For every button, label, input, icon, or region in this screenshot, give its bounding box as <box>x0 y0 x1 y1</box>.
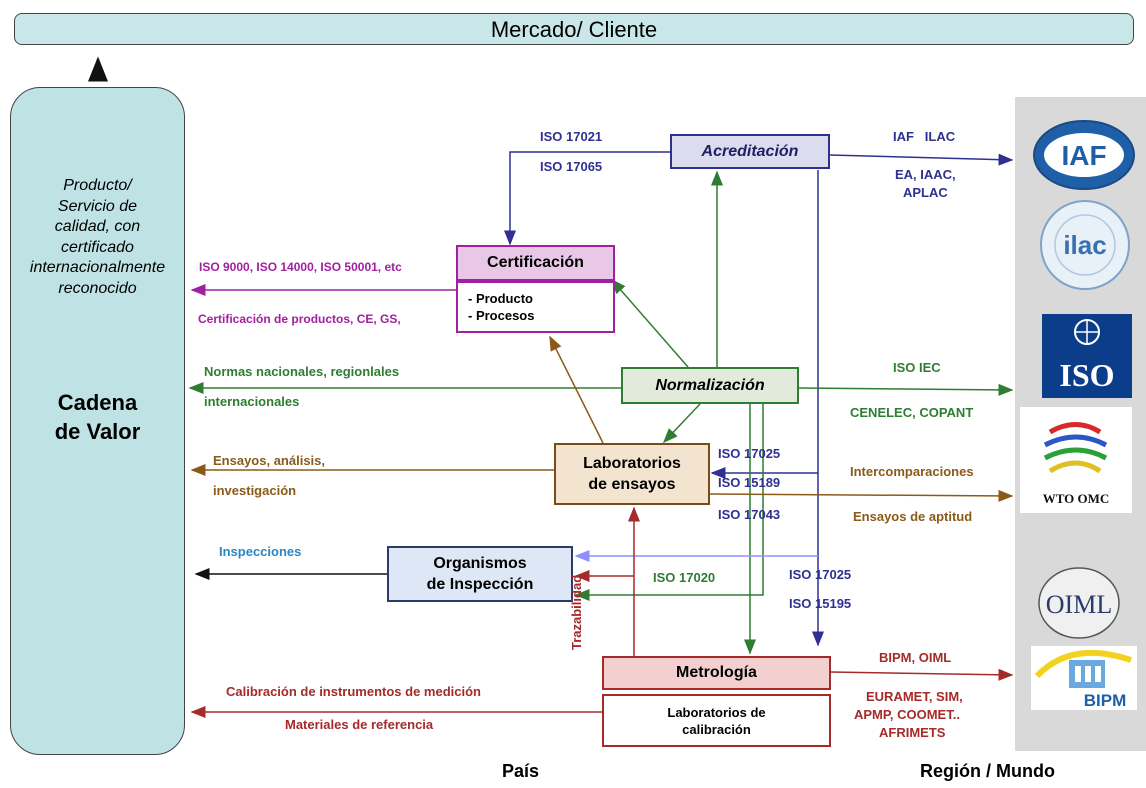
footer-pais: País <box>502 761 540 781</box>
arrow-acred-to-world <box>829 153 1014 166</box>
product-line: reconocido <box>58 279 137 297</box>
iaf-logo: IAF <box>1031 117 1137 193</box>
inspection-line: Organismos <box>433 555 527 572</box>
label-bipm-oiml: BIPM, OIML <box>879 650 952 665</box>
normalization-box: Normalización <box>621 367 799 404</box>
arrow-labs-to-world <box>709 489 1014 502</box>
label-iso15195: ISO 15195 <box>789 596 852 611</box>
label-iso17025-labs: ISO 17025 <box>718 446 781 461</box>
product-line: Producto/ <box>63 177 132 194</box>
product-line: Servicio de <box>57 197 138 215</box>
iaf-logo-text: IAF <box>1061 140 1106 171</box>
wto-logo-text: WTO OMC <box>1043 491 1110 506</box>
label-investigacion: investigación <box>213 483 297 498</box>
label-aplac: APLAC <box>903 185 948 200</box>
label-intercomparaciones: Intercomparaciones <box>850 464 974 479</box>
product-line: calidad, con <box>54 218 141 235</box>
certification-items: - Producto - Procesos <box>456 281 615 333</box>
certification-box: Certificación <box>456 245 615 281</box>
ilac-logo-text: ilac <box>1063 230 1106 260</box>
cert-item-product: - Producto <box>468 291 533 306</box>
label-ensayos: Ensayos, análisis, <box>213 453 326 468</box>
product-line: certificado <box>61 238 134 256</box>
label-iso9000: ISO 9000, ISO 14000, ISO 50001, etc <box>199 260 402 274</box>
oiml-logo-text: OIML <box>1046 590 1112 619</box>
label-ensayos-aptitud: Ensayos de aptitud <box>853 509 973 524</box>
arrow-acred-to-cert <box>504 151 670 246</box>
label-internacionales: internacionales <box>204 394 300 409</box>
bipm-logo-text: BIPM <box>1084 691 1127 710</box>
label-iso17043: ISO 17043 <box>718 507 781 522</box>
arrow-norm-to-cert <box>611 278 689 368</box>
arrow-metro-to-world <box>830 668 1014 681</box>
wto-logo: WTO OMC <box>1020 407 1132 513</box>
inspection-box: Organismos de Inspección <box>387 546 573 602</box>
label-cenelec: CENELEC, COPANT <box>850 405 974 420</box>
calibration-labs-box: Laboratorios de calibración <box>602 694 831 747</box>
label-inspecciones: Inspecciones <box>219 544 302 559</box>
value-chain-title: Cadena de Valor <box>10 388 185 446</box>
product-line: internacionalmente <box>29 259 166 276</box>
label-iso-iec: ISO IEC <box>893 360 941 375</box>
arrow-norm-to-insp <box>574 404 764 601</box>
ilac-logo: ilac <box>1035 198 1135 293</box>
label-iso17065: ISO 17065 <box>540 159 603 174</box>
testing-labs-line: de ensayos <box>588 476 676 493</box>
accreditation-box: Acreditación <box>670 134 830 169</box>
label-cert-productos: Certificación de productos, CE, GS, <box>198 312 401 326</box>
iso-logo-text: ISO <box>1059 357 1114 393</box>
label-ea-iaac: EA, IAAC, <box>895 167 956 182</box>
value-chain-title-line: Cadena <box>57 390 138 415</box>
label-iaf-ilac: IAF ILAC <box>893 129 956 144</box>
iso-logo: ISO <box>1042 314 1132 398</box>
label-afrimets: AFRIMETS <box>879 725 946 740</box>
label-apmp: APMP, COOMET.. <box>854 707 960 722</box>
product-description: Producto/ Servicio de calidad, con certi… <box>10 176 185 299</box>
label-materiales-ref: Materiales de referencia <box>285 717 434 732</box>
cert-item-process: - Procesos <box>468 308 535 323</box>
label-iso17025-metro: ISO 17025 <box>789 567 852 582</box>
market-client-bar: Mercado/ Cliente <box>14 13 1134 45</box>
testing-labs-box: Laboratorios de ensayos <box>554 443 710 505</box>
arrow-norm-to-world <box>798 383 1014 396</box>
label-iso17021: ISO 17021 <box>540 129 603 144</box>
label-calibracion-instr: Calibración de instrumentos de medición <box>226 684 481 699</box>
footer-region: Región / Mundo <box>920 761 1055 781</box>
testing-labs-line: Laboratorios <box>583 455 681 472</box>
inspection-line: de Inspección <box>426 576 534 593</box>
label-iso17020: ISO 17020 <box>653 570 716 585</box>
metrology-box: Metrología <box>602 656 831 690</box>
calibration-line: Laboratorios de <box>667 704 766 720</box>
calibration-line: calibración <box>682 721 751 737</box>
label-euramet: EURAMET, SIM, <box>866 689 963 704</box>
bipm-logo: BIPM <box>1031 646 1137 710</box>
value-chain-title-line: de Valor <box>54 419 141 444</box>
arrow-norm-to-labs <box>662 403 701 444</box>
label-iso15189: ISO 15189 <box>718 475 781 490</box>
oiml-logo: OIML <box>1036 566 1122 640</box>
label-trazabilidad: Trazabilidad <box>569 574 584 650</box>
value-chain-panel <box>10 87 185 755</box>
label-normas: Normas nacionales, regionlales <box>204 364 400 379</box>
arrow-labs-to-cert <box>549 335 604 444</box>
